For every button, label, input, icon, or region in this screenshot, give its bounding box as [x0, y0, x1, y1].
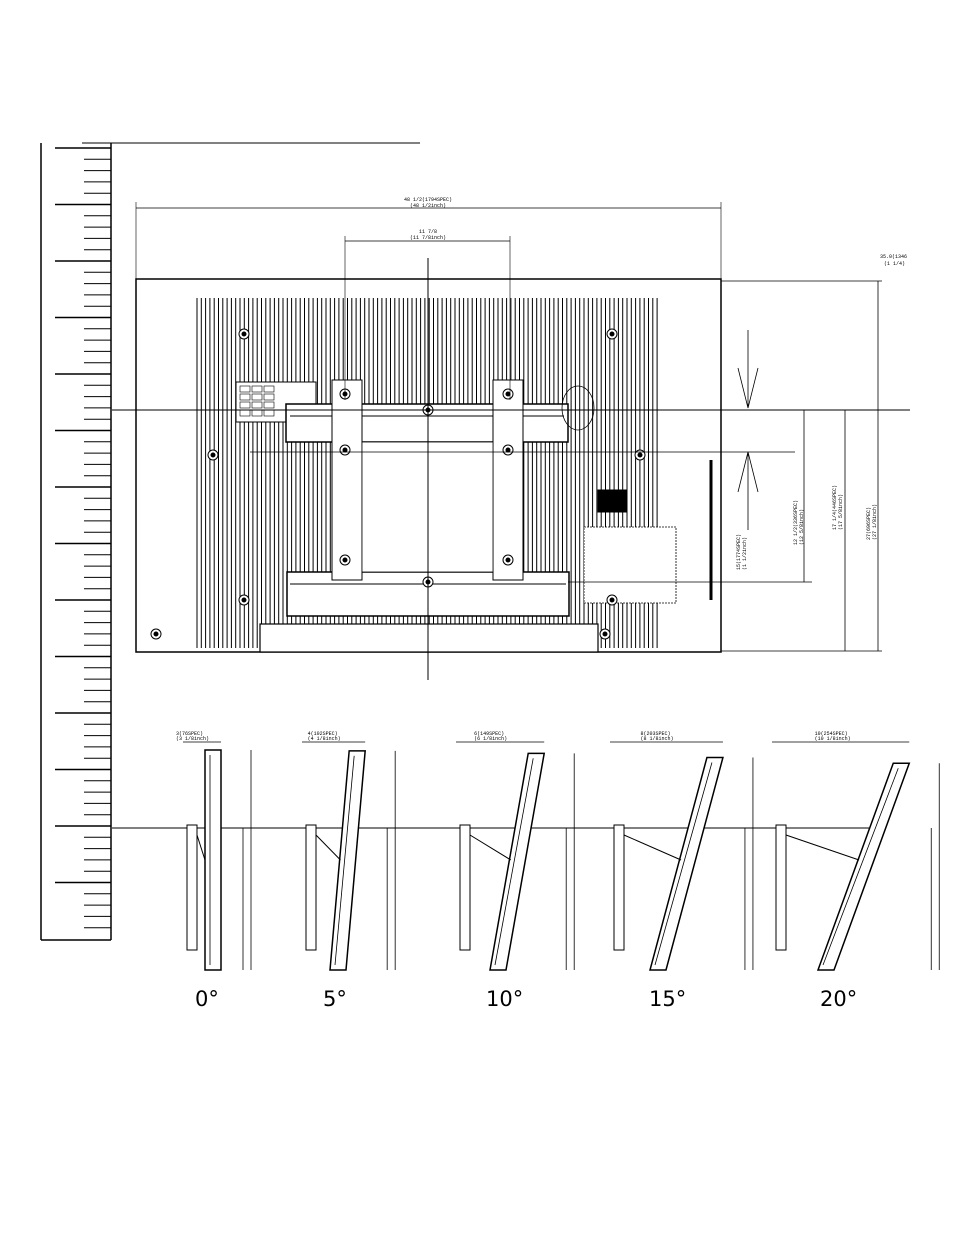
panel-inner-line [334, 755, 355, 966]
side-view-depth-label: 4(102SPEC) [308, 731, 338, 737]
bracket-spacing-label: 11 7/8 [419, 229, 437, 235]
side-view: 3(76SPEC)(3 1/8inch) 0° [176, 731, 252, 1011]
side-view: 8(203SPEC)(8 1/8inch) 15° [610, 731, 754, 1011]
tv-panel-side [649, 756, 724, 971]
mount-hole-center [505, 557, 511, 563]
wall-bracket [305, 824, 317, 951]
tv-panel-side [816, 762, 911, 971]
mount-hole-center [342, 557, 348, 563]
mount-hole-center [609, 597, 615, 603]
side-view-depth-label: 3(76SPEC) [176, 731, 203, 737]
side-views: 3(76SPEC)(3 1/8inch) 0° 4(102SPEC)(4 1/8in… [176, 731, 940, 1011]
label-cell [251, 401, 263, 409]
detail-circle [561, 385, 595, 431]
label-cell [251, 409, 263, 417]
tv-rear-view [112, 202, 910, 680]
label-cell [239, 401, 251, 409]
panel-inner-line [822, 768, 899, 966]
offset-arrow-down [737, 330, 759, 409]
width-label: 48 1/2(1794SPEC) [404, 197, 452, 203]
mount-hole-center [241, 597, 247, 603]
label-cell [263, 401, 275, 409]
panel-inner-line [494, 758, 534, 966]
tilt-angle-label: 5° [323, 987, 347, 1011]
tv-panel-side [329, 750, 366, 971]
left-rail [331, 379, 363, 581]
side-view-depth-sublabel: (8 1/8inch) [640, 736, 673, 742]
side-view: 10(254SPEC)(10 1/8inch) 20° [772, 731, 940, 1011]
top-offset-label: 35.0(1346 [880, 254, 907, 260]
bracket-arm [196, 834, 206, 861]
label-cell [263, 393, 275, 401]
mount-hole-center [637, 452, 643, 458]
bracket-arm [623, 834, 682, 861]
side-view: 6(149SPEC)(6 1/8inch) 10° [456, 731, 575, 1011]
offset-arrow-up [737, 451, 759, 530]
side-view-depth-sublabel: (10 1/8inch) [815, 736, 851, 742]
tilt-angle-label: 20° [820, 987, 857, 1011]
wall-bracket [459, 824, 471, 951]
side-view-depth-sublabel: (3 1/8inch) [176, 736, 209, 742]
dim-c-sublabel: (17 5/8inch) [838, 494, 844, 530]
label-cell [263, 409, 275, 417]
width-sublabel: (48 1/2inch) [410, 203, 446, 209]
tilt-angle-label: 15° [649, 987, 686, 1011]
dim-b-sublabel: (1 1/2inch) [742, 537, 748, 570]
label-cell [239, 393, 251, 401]
dim-a-label: 12 1/2(336SPEC) [793, 500, 799, 545]
dim-b-label: 15(1774SPEC) [736, 534, 742, 570]
wall-bracket [613, 824, 625, 951]
side-view-depth-label: 10(254SPEC) [815, 731, 848, 737]
tv-panel-side [204, 749, 222, 971]
mount-hole-center [602, 631, 608, 637]
dim-d-label: 27(696SPEC) [866, 507, 872, 540]
top-offset-sublabel: (1 1/4) [884, 261, 905, 267]
bracket-arm [785, 834, 860, 861]
wall-bracket [775, 824, 787, 951]
bracket-spacing-sublabel: (11 7/8inch) [410, 235, 446, 241]
side-view: 4(102SPEC)(4 1/8inch) 5° [302, 731, 396, 1011]
bracket-arm [315, 834, 341, 861]
side-view-depth-label: 6(149SPEC) [474, 731, 504, 737]
label-cell [263, 385, 275, 393]
mount-hole-center [153, 631, 159, 637]
label-cell [251, 385, 263, 393]
stand-base [259, 623, 599, 653]
ruler-scale [40, 143, 112, 941]
mount-hole-center [241, 331, 247, 337]
side-view-depth-sublabel: (4 1/8inch) [308, 736, 341, 742]
side-view-depth-label: 8(203SPEC) [640, 731, 670, 737]
label-cell [239, 385, 251, 393]
dim-d-sublabel: (27 1/8inch) [872, 504, 878, 540]
tilt-angle-label: 0° [195, 987, 219, 1011]
bracket-arm [469, 834, 512, 861]
label-cell [251, 393, 263, 401]
mount-hole-center [505, 391, 511, 397]
mount-hole-center [609, 331, 615, 337]
mount-holes [150, 328, 646, 640]
panel-inner-line [654, 762, 713, 966]
dim-a-sublabel: (12 5/8inch) [799, 509, 805, 545]
mount-hole-center [342, 447, 348, 453]
tilt-angle-label: 10° [486, 987, 523, 1011]
label-grid [239, 385, 275, 417]
terminal-panel [583, 526, 677, 604]
label-cell [239, 409, 251, 417]
wall-bracket [186, 824, 198, 951]
mount-hole-center [505, 447, 511, 453]
port-block [597, 489, 627, 513]
dim-c-label: 17 1/4(446SPEC) [832, 485, 838, 530]
tv-panel-side [489, 752, 546, 971]
side-view-depth-sublabel: (6 1/8inch) [474, 736, 507, 742]
mount-hole-center [210, 452, 216, 458]
